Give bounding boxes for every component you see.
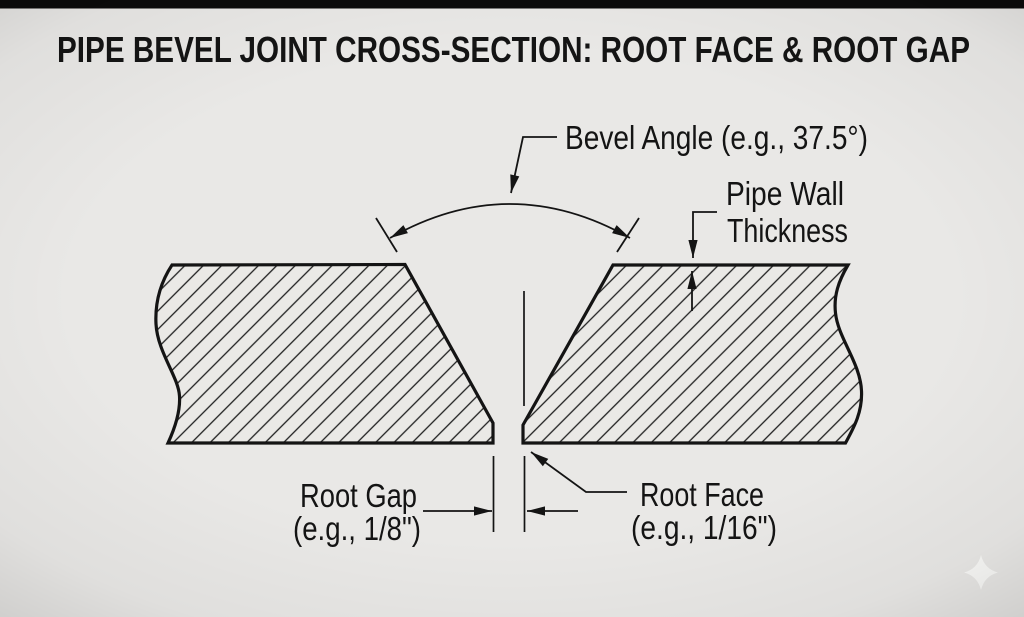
root-gap-label-line1: Root Gap — [300, 477, 417, 514]
root-face-label-line2: (e.g., 1/16") — [631, 509, 777, 546]
root-face-leader-arrow — [530, 451, 627, 493]
bevel-angle-leader-arrow — [510, 136, 557, 194]
sparkle-icon — [964, 555, 998, 590]
pipe-wall-thickness-label-line2: Thickness — [727, 212, 848, 249]
top-border-bar — [0, 0, 1024, 9]
bevel-angle-label: Bevel Angle (e.g., 37.5°) — [565, 119, 868, 156]
right-pipe-section — [521, 263, 864, 445]
pipe-wall-thickness-label-line1: Pipe Wall — [726, 175, 844, 212]
left-pipe-section — [154, 262, 495, 445]
pipe-wall-thickness-leader-arrow — [688, 211, 717, 258]
bevel-tick-left — [375, 217, 398, 253]
root-gap-label-line2: (e.g., 1/8") — [293, 510, 421, 547]
bevel-tick-right — [616, 217, 640, 253]
root-face-label-line1: Root Face — [640, 476, 764, 513]
page-title: PIPE BEVEL JOINT CROSS-SECTION: ROOT FAC… — [57, 29, 970, 70]
bevel-angle-arc — [389, 203, 631, 239]
